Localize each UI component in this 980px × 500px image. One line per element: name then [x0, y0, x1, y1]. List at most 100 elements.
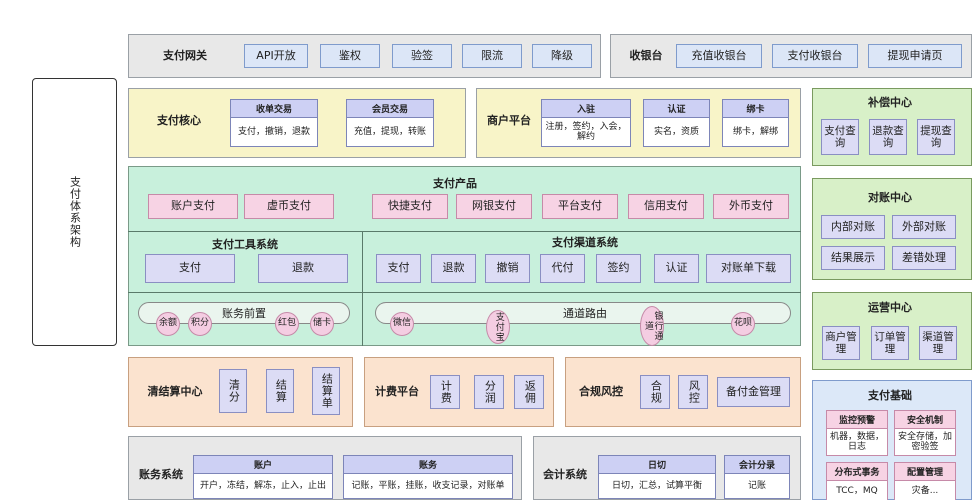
recon-internal: 内部对账 — [821, 215, 885, 239]
core-acquiring-body: 支付，撤销，退款 — [237, 126, 310, 137]
accounting-entry-head: 会计分录 — [725, 456, 789, 474]
base-security-body: 安全存储，加密验签 — [897, 431, 952, 452]
clearing-settle-bill: 结算单 — [312, 367, 340, 415]
gateway-ratelimit: 限流 — [462, 44, 522, 68]
tools-refund: 退款 — [258, 254, 348, 283]
channel-bar-label: 通道路由 — [563, 307, 607, 320]
product-virtual: 虚币支付 — [244, 194, 334, 219]
acct-title: 账务系统 — [139, 468, 183, 481]
comp-title: 补偿中心 — [868, 96, 912, 109]
accounting-title: 会计系统 — [543, 468, 587, 481]
base-security: 安全机制 安全存储，加密验签 — [894, 410, 956, 456]
channel-circle-bank: 银行通道 — [640, 306, 664, 346]
recon-result: 结果展示 — [821, 246, 885, 270]
merchant-cert: 认证 实名，资质 — [643, 99, 710, 147]
channel-cancel: 撤销 — [485, 254, 530, 283]
base-config-head: 配置管理 — [895, 463, 955, 481]
ops-channel: 渠道管理 — [919, 326, 957, 360]
core-acquiring-head: 收单交易 — [231, 100, 317, 118]
clearing-settle: 结算 — [266, 369, 294, 413]
risk-title: 合规风控 — [579, 385, 623, 398]
core-title: 支付核心 — [157, 114, 201, 127]
fee-rebate: 返佣 — [514, 375, 544, 409]
merchant-bindcard: 绑卡 绑卡，解绑 — [722, 99, 789, 147]
risk-compliance: 合规 — [640, 375, 670, 409]
ops-merchant: 商户管理 — [822, 326, 860, 360]
base-distributed-tx-head: 分布式事务 — [827, 463, 887, 481]
base-monitor-body: 机器，数据，日志 — [829, 431, 884, 452]
gateway-title: 支付网关 — [163, 49, 207, 62]
tools-pay: 支付 — [145, 254, 235, 283]
base-config: 配置管理 灾备... — [894, 462, 956, 500]
channel-circle-huabei: 花呗 — [731, 312, 755, 336]
product-divider-v — [362, 231, 363, 346]
base-title: 支付基础 — [868, 389, 912, 402]
risk-reserve: 备付金管理 — [717, 377, 790, 407]
recon-title: 对账中心 — [868, 191, 912, 204]
product-divider-h2 — [128, 292, 801, 293]
merchant-cert-body: 实名，资质 — [653, 126, 699, 137]
product-ebank: 网银支付 — [456, 194, 532, 219]
channel-agentpay: 代付 — [540, 254, 585, 283]
core-acquiring: 收单交易 支付，撤销，退款 — [230, 99, 318, 147]
product-title: 支付产品 — [433, 177, 477, 190]
merchant-bindcard-head: 绑卡 — [723, 100, 788, 118]
product-account: 账户支付 — [148, 194, 238, 219]
channel-statement: 对账单下载 — [706, 254, 791, 283]
channel-sign: 签约 — [596, 254, 641, 283]
cashier-withdraw: 提现申请页 — [868, 44, 962, 68]
recon-error: 差错处理 — [892, 246, 956, 270]
tools-circle-storedcard: 储卡 — [310, 312, 334, 336]
gateway-degrade: 降级 — [532, 44, 592, 68]
acct-account-body: 开户，冻结，解冻，止入，止出 — [199, 480, 326, 491]
gateway-api: API开放 — [244, 44, 308, 68]
tools-circle-balance: 余额 — [156, 312, 180, 336]
core-member-body: 充值，提现，转账 — [353, 126, 426, 137]
risk-control: 风控 — [678, 375, 708, 409]
product-credit: 信用支付 — [628, 194, 704, 219]
base-monitor-head: 监控预警 — [827, 411, 887, 429]
base-config-body: 灾备... — [911, 485, 939, 496]
comp-refund-query: 退款查询 — [869, 119, 907, 155]
acct-ledger-head: 账务 — [344, 456, 512, 474]
channel-pay: 支付 — [376, 254, 421, 283]
accounting-dayend-body: 日切，汇总，试算平衡 — [611, 480, 702, 491]
merchant-onboard-body: 注册，签约，入会，解约 — [545, 121, 627, 142]
merchant-onboard-head: 入驻 — [542, 100, 630, 118]
accounting-entry-body: 记账 — [747, 480, 766, 491]
core-member-head: 会员交易 — [347, 100, 433, 118]
side-label: 支付体系架构 — [68, 176, 82, 248]
fee-charge: 计费 — [430, 375, 460, 409]
core-member: 会员交易 充值，提现，转账 — [346, 99, 434, 147]
base-monitor: 监控预警 机器，数据，日志 — [826, 410, 888, 456]
product-foreign: 外币支付 — [713, 194, 789, 219]
merchant-bindcard-body: 绑卡，解绑 — [732, 126, 778, 137]
acct-ledger-body: 记账，平账，挂账，收支记录，对账单 — [351, 480, 505, 491]
ops-order: 订单管理 — [871, 326, 909, 360]
channel-refund: 退款 — [431, 254, 476, 283]
cashier-title: 收银台 — [629, 49, 663, 62]
channel-bar — [375, 302, 791, 324]
acct-ledger: 账务 记账，平账，挂账，收支记录，对账单 — [343, 455, 513, 499]
ops-title: 运营中心 — [868, 301, 912, 314]
side-panel: 支付体系架构 — [32, 78, 117, 346]
merchant-onboard: 入驻 注册，签约，入会，解约 — [541, 99, 631, 147]
comp-withdraw-query: 提现查询 — [917, 119, 955, 155]
cashier-pay: 支付收银台 — [772, 44, 858, 68]
acct-account: 账户 开户，冻结，解冻，止入，止出 — [193, 455, 333, 499]
clearing-split: 清分 — [219, 369, 247, 413]
comp-pay-query: 支付查询 — [821, 119, 859, 155]
tools-title: 支付工具系统 — [212, 238, 278, 251]
product-quick: 快捷支付 — [372, 194, 448, 219]
recon-external: 外部对账 — [892, 215, 956, 239]
product-platform: 平台支付 — [542, 194, 618, 219]
accounting-dayend: 日切 日切，汇总，试算平衡 — [598, 455, 716, 499]
merchant-cert-head: 认证 — [644, 100, 709, 118]
base-security-head: 安全机制 — [895, 411, 955, 429]
fee-title: 计费平台 — [375, 385, 419, 398]
accounting-dayend-head: 日切 — [599, 456, 715, 474]
tools-bar-label: 账务前置 — [222, 307, 266, 320]
acct-account-head: 账户 — [194, 456, 332, 474]
merchant-title: 商户平台 — [487, 114, 531, 127]
channel-circle-wechat: 微信 — [390, 312, 414, 336]
